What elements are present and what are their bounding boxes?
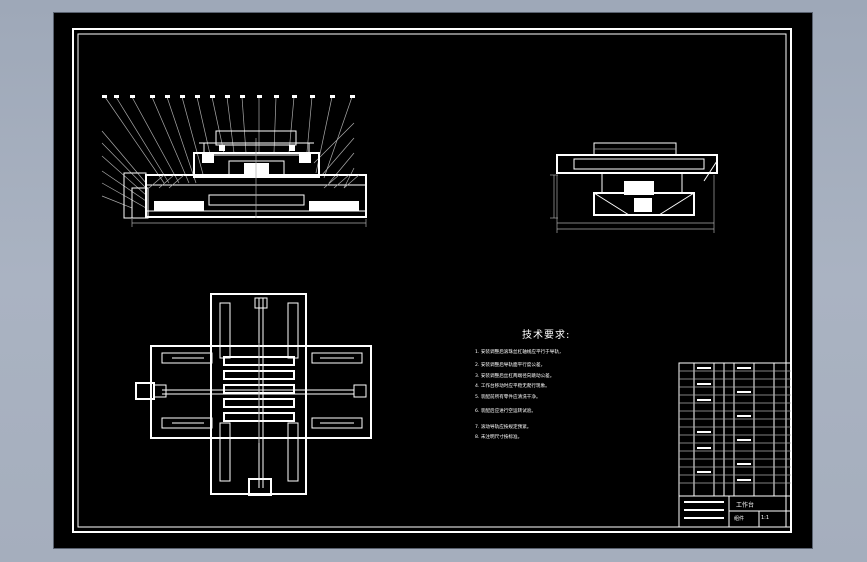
title-block-name: 工作台 [736, 502, 755, 509]
tech-requirement-3: 3. 安装调整后丝杠两端径向跳动公差。 [475, 374, 555, 379]
tech-requirement-4: 4. 工作台移动时应平稳无爬行现象。 [475, 384, 550, 389]
balloon-marks [102, 95, 355, 98]
side-view [550, 142, 718, 233]
outer-frame [72, 28, 792, 533]
tech-requirement-5: 5. 装配前所有零件应清洗干净。 [475, 395, 541, 400]
drawing-sheet: 技术要求: 1. 安装调整后滚珠丝杠轴线应平行于导轨， 2. 安装调整后导轨面平… [53, 12, 813, 549]
tech-requirement-7: 7. 滚动导轨应按规定预紧。 [475, 425, 532, 430]
title-block-scale: 1:1 [761, 515, 770, 521]
title-block-material: 组件 [734, 516, 745, 522]
drawing-canvas [72, 28, 792, 533]
title-block [678, 362, 792, 528]
tech-requirements-title: 技术要求: [522, 330, 571, 341]
tech-requirement-2: 2. 安装调整后导轨面平行度公差， [475, 363, 546, 368]
inner-frame [77, 33, 787, 528]
tech-requirement-8: 8. 未注明尺寸按标准。 [475, 435, 523, 440]
tech-requirement-6: 6. 装配后应进行空运转试验。 [475, 409, 536, 414]
tech-requirement-1: 1. 安装调整后滚珠丝杠轴线应平行于导轨， [475, 350, 564, 355]
front-section-view [101, 95, 367, 227]
plan-view [135, 293, 372, 496]
